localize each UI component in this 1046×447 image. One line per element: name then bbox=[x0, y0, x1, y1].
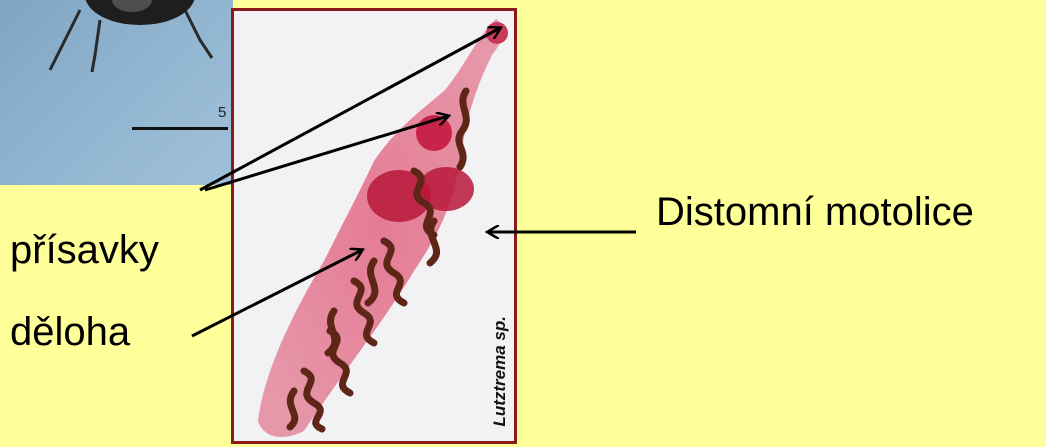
suckers-label: přísavky bbox=[10, 228, 159, 273]
title-label: Distomní motolice bbox=[656, 190, 974, 235]
fluke-micrograph: Lutztrema sp. bbox=[231, 8, 517, 444]
species-label: Lutztrema sp. bbox=[490, 316, 510, 427]
beetle-photo: 5 bbox=[0, 0, 233, 185]
fluke-specimen-image bbox=[234, 11, 517, 444]
uterus-label: děloha bbox=[10, 310, 130, 355]
scale-label: 5 bbox=[218, 104, 226, 121]
beetle-icon bbox=[0, 0, 233, 185]
scale-bar bbox=[132, 127, 228, 130]
